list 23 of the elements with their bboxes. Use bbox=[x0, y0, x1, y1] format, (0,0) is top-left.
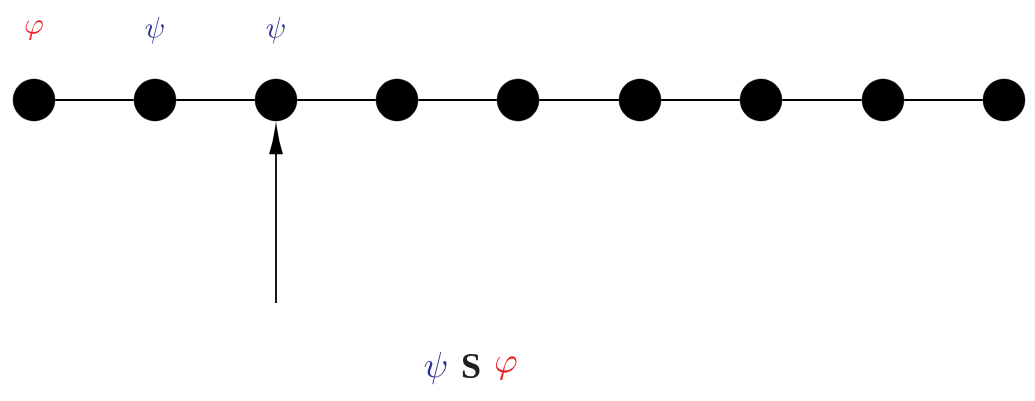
node-label: $\psi$ bbox=[266, 16, 285, 44]
dot bbox=[133, 78, 177, 122]
dot bbox=[861, 78, 905, 122]
connector-line bbox=[54, 99, 135, 101]
dot bbox=[375, 78, 419, 122]
formula-label: $\psi$ bbox=[424, 352, 447, 385]
node-label: $\varphi$ bbox=[25, 20, 43, 41]
dot bbox=[982, 78, 1026, 122]
formula-label: $\varphi$ bbox=[496, 356, 517, 381]
formula-label: $\mathbf{S}$ bbox=[462, 353, 480, 379]
connector-line bbox=[538, 99, 620, 101]
connector-line bbox=[903, 99, 984, 101]
connector-line bbox=[781, 99, 863, 101]
dot bbox=[12, 78, 56, 122]
dot bbox=[618, 78, 662, 122]
connector-line bbox=[660, 99, 741, 101]
dot bbox=[739, 78, 783, 122]
node-label: $\psi$ bbox=[145, 16, 164, 44]
dot bbox=[496, 78, 540, 122]
connector-line bbox=[417, 99, 498, 101]
connector-line bbox=[175, 99, 256, 101]
dot bbox=[254, 78, 298, 122]
connector-line bbox=[296, 99, 377, 101]
